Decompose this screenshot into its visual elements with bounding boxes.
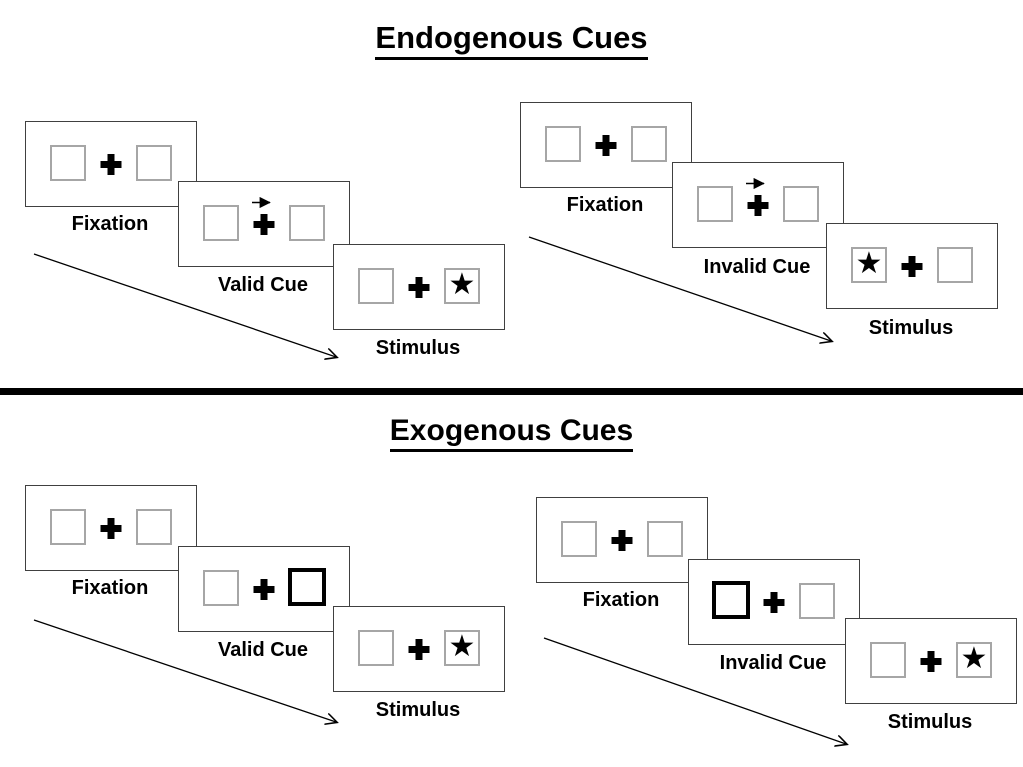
panel-label: Fixation: [566, 194, 644, 216]
fixation-cross-icon: [595, 135, 617, 156]
fixation-cross-icon: [253, 214, 275, 235]
right-placeholder-box: [289, 205, 325, 241]
panel-label: Valid Cue: [217, 639, 309, 661]
star-icon: ★: [855, 246, 883, 281]
exogenous-invalid-fixation-panel: [536, 497, 708, 583]
fixation-cross-icon: [408, 277, 430, 298]
left-placeholder-box: [50, 509, 86, 545]
fixation-cross-icon: [100, 154, 122, 175]
fixation-cross-icon: [611, 530, 633, 551]
left-placeholder-box: [358, 268, 394, 304]
timeline-arrow-icon: [33, 253, 344, 364]
endogenous-invalid-fixation-panel: [520, 102, 692, 188]
left-cue-highlight-box: [712, 581, 750, 619]
fixation-cross-icon: [920, 651, 942, 672]
exogenous-title-text: Exogenous Cues: [389, 415, 634, 452]
exogenous-section-title: Exogenous Cues: [0, 414, 1023, 452]
timeline-arrow-icon: [33, 619, 344, 729]
endogenous-invalid-stimulus-panel: ★: [826, 223, 998, 309]
panel-label: Fixation: [582, 589, 660, 611]
left-stimulus-box: ★: [851, 247, 887, 283]
panel-label: Stimulus: [887, 711, 973, 733]
panel-label: Valid Cue: [217, 274, 309, 296]
panel-label: Fixation: [71, 577, 149, 599]
star-icon: ★: [448, 629, 476, 664]
left-placeholder-box: [561, 521, 597, 557]
right-placeholder-box: [631, 126, 667, 162]
endogenous-invalid-cue-panel: [672, 162, 844, 248]
left-placeholder-box: [203, 570, 239, 606]
timeline-arrow-icon: [543, 637, 854, 752]
left-placeholder-box: [870, 642, 906, 678]
endogenous-title-text: Endogenous Cues: [375, 21, 648, 60]
left-placeholder-box: [203, 205, 239, 241]
exogenous-invalid-stimulus-panel: ★: [845, 618, 1017, 704]
panel-label: Stimulus: [375, 337, 461, 359]
star-icon: ★: [960, 641, 988, 676]
endogenous-valid-cue-panel: [178, 181, 350, 267]
section-divider: [0, 388, 1023, 395]
timeline-arrow-icon: [528, 236, 839, 348]
left-placeholder-box: [358, 630, 394, 666]
exogenous-valid-cue-panel: [178, 546, 350, 632]
endogenous-valid-stimulus-panel: ★: [333, 244, 505, 330]
panel-label: Stimulus: [375, 699, 461, 721]
right-placeholder-box: [647, 521, 683, 557]
fixation-cross-icon: [901, 256, 923, 277]
right-placeholder-box: [136, 509, 172, 545]
exogenous-valid-stimulus-panel: ★: [333, 606, 505, 692]
fixation-cross-icon: [763, 592, 785, 613]
fixation-cross-icon: [408, 639, 430, 660]
cue-arrow-right-icon: [252, 197, 271, 208]
right-stimulus-box: ★: [444, 630, 480, 666]
right-placeholder-box: [783, 186, 819, 222]
right-stimulus-box: ★: [956, 642, 992, 678]
panel-label: Invalid Cue: [719, 652, 827, 674]
right-placeholder-box: [937, 247, 973, 283]
panel-label: Invalid Cue: [703, 256, 811, 278]
panel-label: Fixation: [71, 213, 149, 235]
endogenous-section-title: Endogenous Cues: [0, 20, 1023, 60]
endogenous-valid-fixation-panel: [25, 121, 197, 207]
right-placeholder-box: [136, 145, 172, 181]
right-cue-highlight-box: [288, 568, 326, 606]
left-placeholder-box: [697, 186, 733, 222]
star-icon: ★: [448, 267, 476, 302]
fixation-cross-icon: [747, 195, 769, 216]
exogenous-invalid-cue-panel: [688, 559, 860, 645]
exogenous-valid-fixation-panel: [25, 485, 197, 571]
right-stimulus-box: ★: [444, 268, 480, 304]
right-placeholder-box: [799, 583, 835, 619]
fixation-cross-icon: [100, 518, 122, 539]
panel-label: Stimulus: [868, 317, 954, 339]
left-placeholder-box: [545, 126, 581, 162]
cue-arrow-right-icon: [746, 178, 765, 189]
left-placeholder-box: [50, 145, 86, 181]
fixation-cross-icon: [253, 579, 275, 600]
